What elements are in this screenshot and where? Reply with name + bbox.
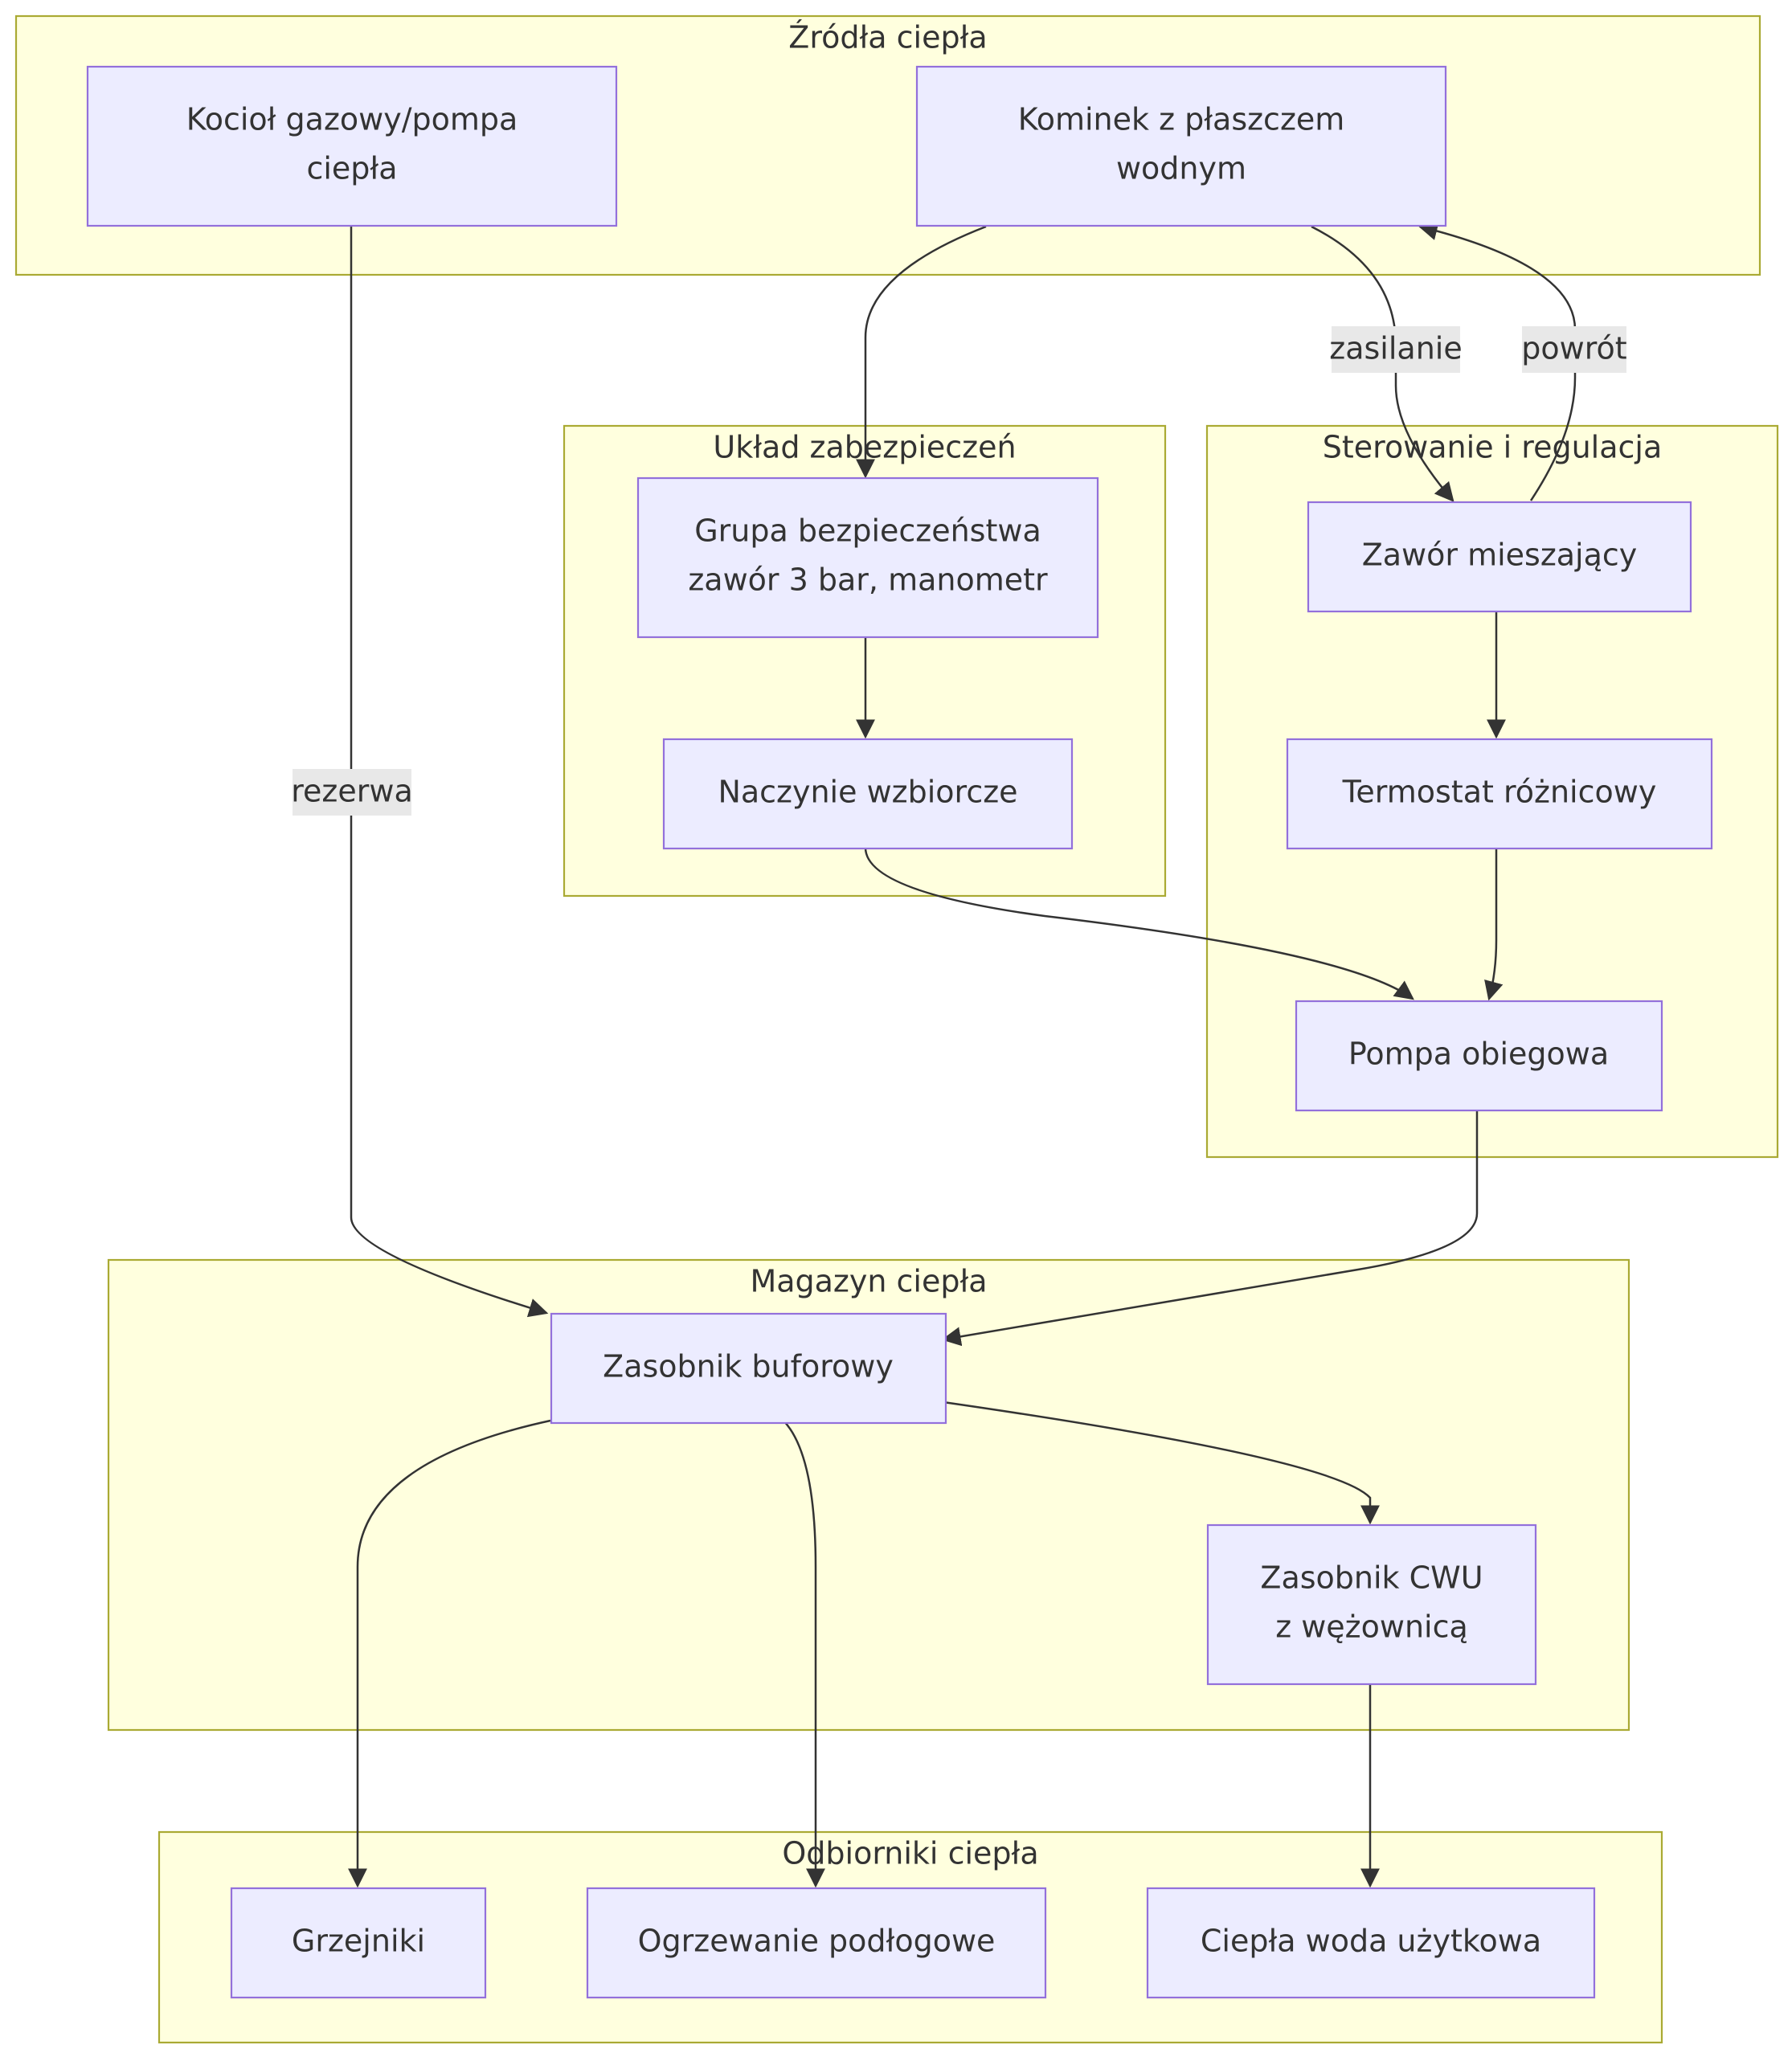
edge-label-supply: zasilanie bbox=[1329, 326, 1463, 373]
svg-text:zawór 3 bar, manometr: zawór 3 bar, manometr bbox=[688, 562, 1048, 598]
node-pump: Pompa obiegowa bbox=[1295, 1000, 1663, 1112]
svg-text:Zawór mieszający: Zawór mieszający bbox=[1362, 538, 1638, 573]
svg-text:Termostat różnicowy: Termostat różnicowy bbox=[1342, 775, 1657, 810]
node-radiators: Grzejniki bbox=[230, 1887, 487, 1999]
edge-boiler-buffer bbox=[350, 227, 549, 1318]
svg-text:Pompa obiegowa: Pompa obiegowa bbox=[1348, 1037, 1609, 1072]
edge-label-return: powrót bbox=[1521, 326, 1627, 373]
cluster-control-title: Sterowanie i regulacja bbox=[1323, 430, 1663, 465]
node-fireplace: Kominek z płaszczem wodnym bbox=[915, 65, 1447, 227]
edge-pump-buffer bbox=[941, 1110, 1479, 1347]
edge-buffer-dhw bbox=[943, 1401, 1380, 1525]
svg-text:wodnym: wodnym bbox=[1116, 151, 1246, 186]
node-buffer: Zasobnik buforowy bbox=[550, 1312, 947, 1425]
svg-text:Kocioł gazowy/pompa: Kocioł gazowy/pompa bbox=[186, 102, 518, 137]
edge-thermostat-pump bbox=[1484, 848, 1504, 1001]
edge-expansion-pump bbox=[864, 847, 1414, 1000]
cluster-receivers-title: Odbiorniki ciepła bbox=[782, 1836, 1038, 1871]
svg-text:Ogrzewanie podłogowe: Ogrzewanie podłogowe bbox=[638, 1924, 996, 1959]
svg-text:Grzejniki: Grzejniki bbox=[292, 1924, 425, 1959]
node-thermostat: Termostat różnicowy bbox=[1286, 738, 1713, 850]
svg-text:Zasobnik buforowy: Zasobnik buforowy bbox=[603, 1349, 894, 1384]
node-mixing-valve: Zawór mieszający bbox=[1307, 501, 1692, 613]
svg-text:powrót: powrót bbox=[1521, 331, 1626, 366]
svg-text:ciepła: ciepła bbox=[306, 151, 397, 186]
node-boiler: Kocioł gazowy/pompa ciepła bbox=[86, 65, 618, 227]
edge-mixing-fireplace bbox=[1418, 221, 1577, 501]
node-safety-group: Grupa bezpieczeństwa zawór 3 bar, manome… bbox=[636, 476, 1099, 639]
edge-fireplace-safety bbox=[856, 225, 987, 479]
node-dhw-tank: Zasobnik CWU z wężownicą bbox=[1206, 1523, 1537, 1686]
edge-buffer-radiators bbox=[348, 1419, 551, 1888]
svg-text:Grupa bezpieczeństwa: Grupa bezpieczeństwa bbox=[694, 513, 1041, 549]
svg-text:Zasobnik CWU: Zasobnik CWU bbox=[1260, 1560, 1483, 1596]
svg-text:z wężownicą: z wężownicą bbox=[1275, 1609, 1468, 1645]
edges bbox=[348, 221, 1577, 1888]
edge-label-reserve: rezerwa bbox=[291, 769, 413, 816]
cluster-storage-title: Magazyn ciepła bbox=[750, 1264, 987, 1299]
svg-text:Naczynie wzbiorcze: Naczynie wzbiorcze bbox=[718, 775, 1017, 810]
svg-text:zasilanie: zasilanie bbox=[1329, 331, 1462, 366]
cluster-sources-title: Źródła ciepła bbox=[788, 20, 987, 55]
svg-text:Kominek z płaszczem: Kominek z płaszczem bbox=[1018, 102, 1345, 137]
svg-text:Ciepła woda użytkowa: Ciepła woda użytkowa bbox=[1201, 1924, 1541, 1959]
edge-buffer-floor bbox=[783, 1420, 825, 1888]
node-expansion: Naczynie wzbiorcze bbox=[662, 738, 1074, 850]
node-hot-water: Ciepła woda użytkowa bbox=[1146, 1887, 1596, 1999]
node-floor-heating: Ogrzewanie podłogowe bbox=[586, 1887, 1047, 1999]
svg-text:rezerwa: rezerwa bbox=[291, 774, 412, 809]
